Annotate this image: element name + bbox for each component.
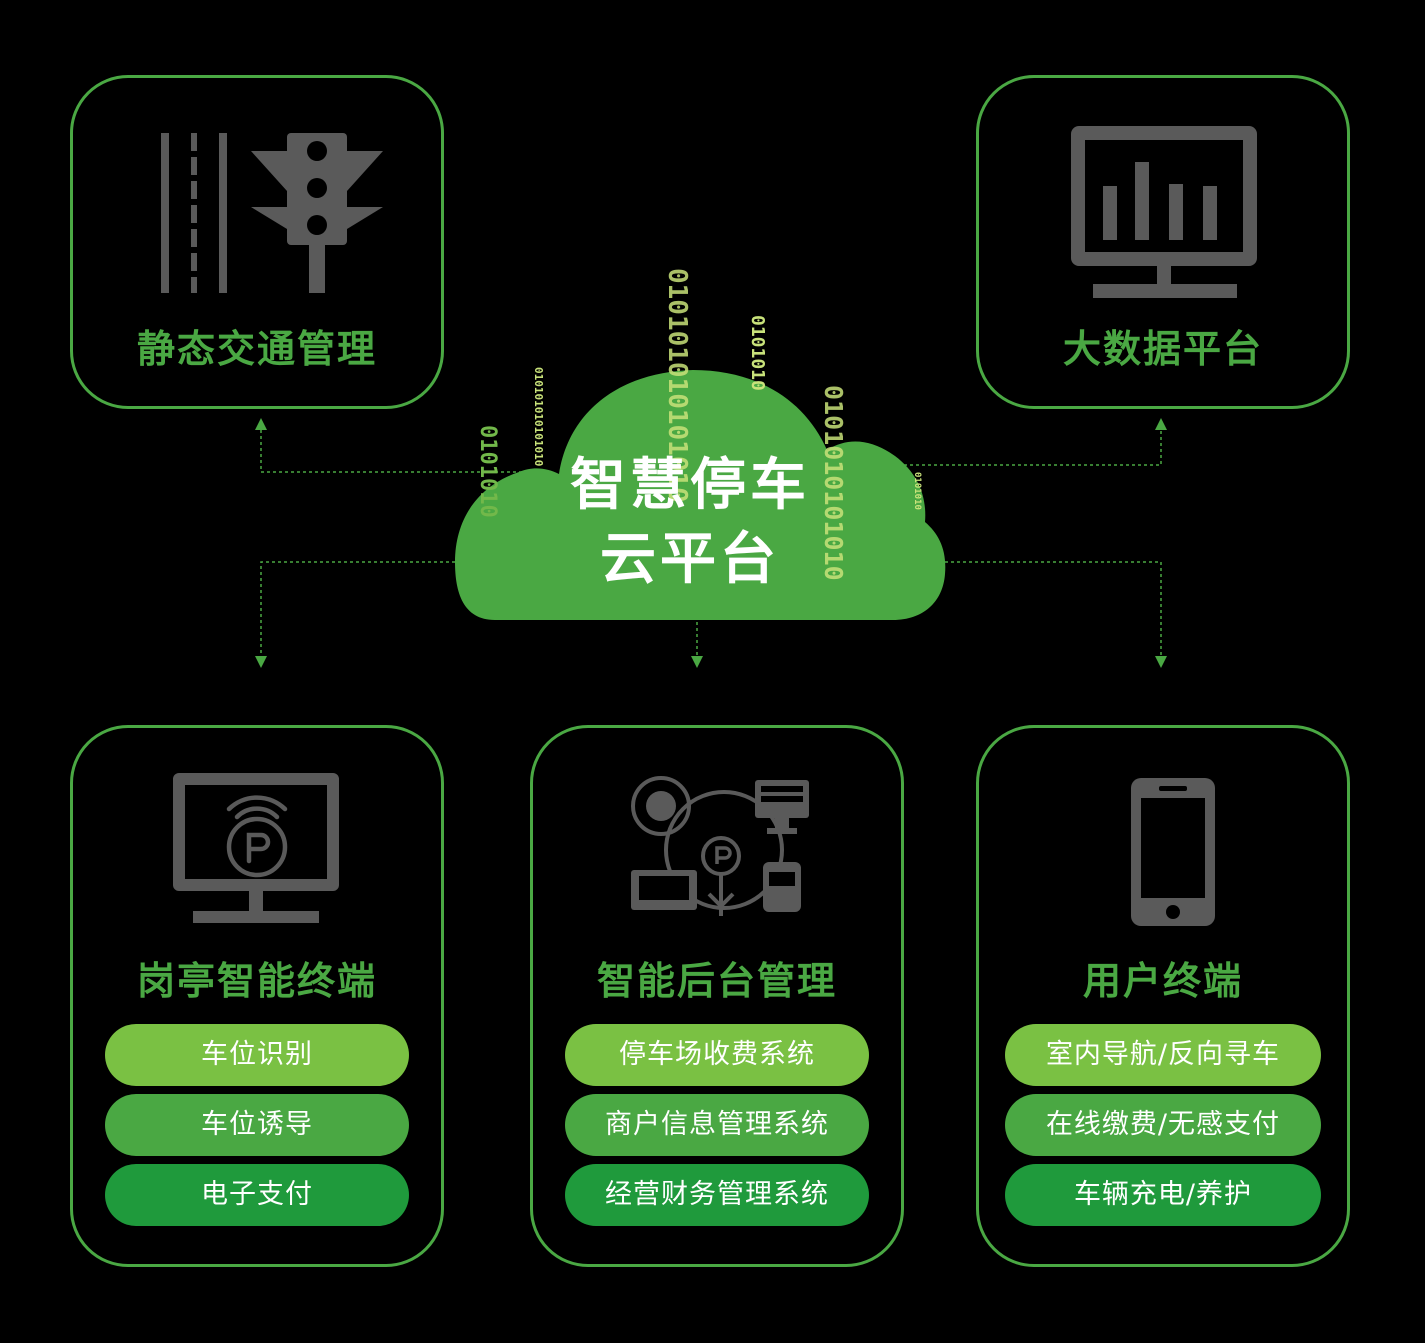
arrow-down-backend [691,656,703,668]
connector-to-user [945,561,1162,656]
card-backend-management: 智能后台管理 停车场收费系统 商户信息管理系统 经营财务管理系统 [530,725,904,1267]
card-title-booth: 岗亭智能终端 [136,959,377,1003]
road-traffic-light-icon [161,133,383,293]
card-booth-terminal: 岗亭智能终端 车位识别 车位诱导 电子支付 [70,725,444,1267]
monitor-bar-chart-icon [1071,126,1257,298]
arrow-down-booth [255,656,267,668]
card-title-user: 用户终端 [1082,959,1243,1003]
card-title-backend: 智能后台管理 [596,959,837,1003]
network-parking-icon [631,776,809,916]
arrow-up-traffic [255,418,267,430]
connector-to-traffic [260,430,540,473]
arrow-down-user [1155,656,1167,668]
feature-pill: 停车场收费系统 [565,1024,869,1086]
smartphone-icon [1131,778,1215,926]
card-user-terminal: 用户终端 室内导航/反向寻车 在线缴费/无感支付 车辆充电/养护 [976,725,1350,1267]
cloud-title-line1: 智慧停车 [570,453,810,518]
feature-pill: 车辆充电/养护 [1005,1164,1321,1226]
feature-pill: 经营财务管理系统 [565,1164,869,1226]
card-static-traffic: 静态交通管理 [70,75,444,409]
feature-pill: 在线缴费/无感支付 [1005,1094,1321,1156]
binary-stream: 0101010 [912,472,922,510]
binary-stream: 0101010 [475,425,500,518]
feature-pill: 室内导航/反向寻车 [1005,1024,1321,1086]
cloud-title-line2: 云平台 [600,527,780,592]
feature-pill: 车位诱导 [105,1094,409,1156]
feature-pill: 电子支付 [105,1164,409,1226]
card-title-traffic: 静态交通管理 [136,327,377,371]
connector-to-bigdata [850,430,1162,466]
connector-to-booth [260,561,455,656]
feature-pill: 车位识别 [105,1024,409,1086]
card-big-data: 大数据平台 [976,75,1350,409]
monitor-parking-icon [173,773,339,923]
arrow-up-bigdata [1155,418,1167,430]
feature-pill: 商户信息管理系统 [565,1094,869,1156]
card-title-bigdata: 大数据平台 [1062,327,1263,371]
binary-stream: 0101010 [747,315,768,391]
cloud-shape [455,370,946,620]
